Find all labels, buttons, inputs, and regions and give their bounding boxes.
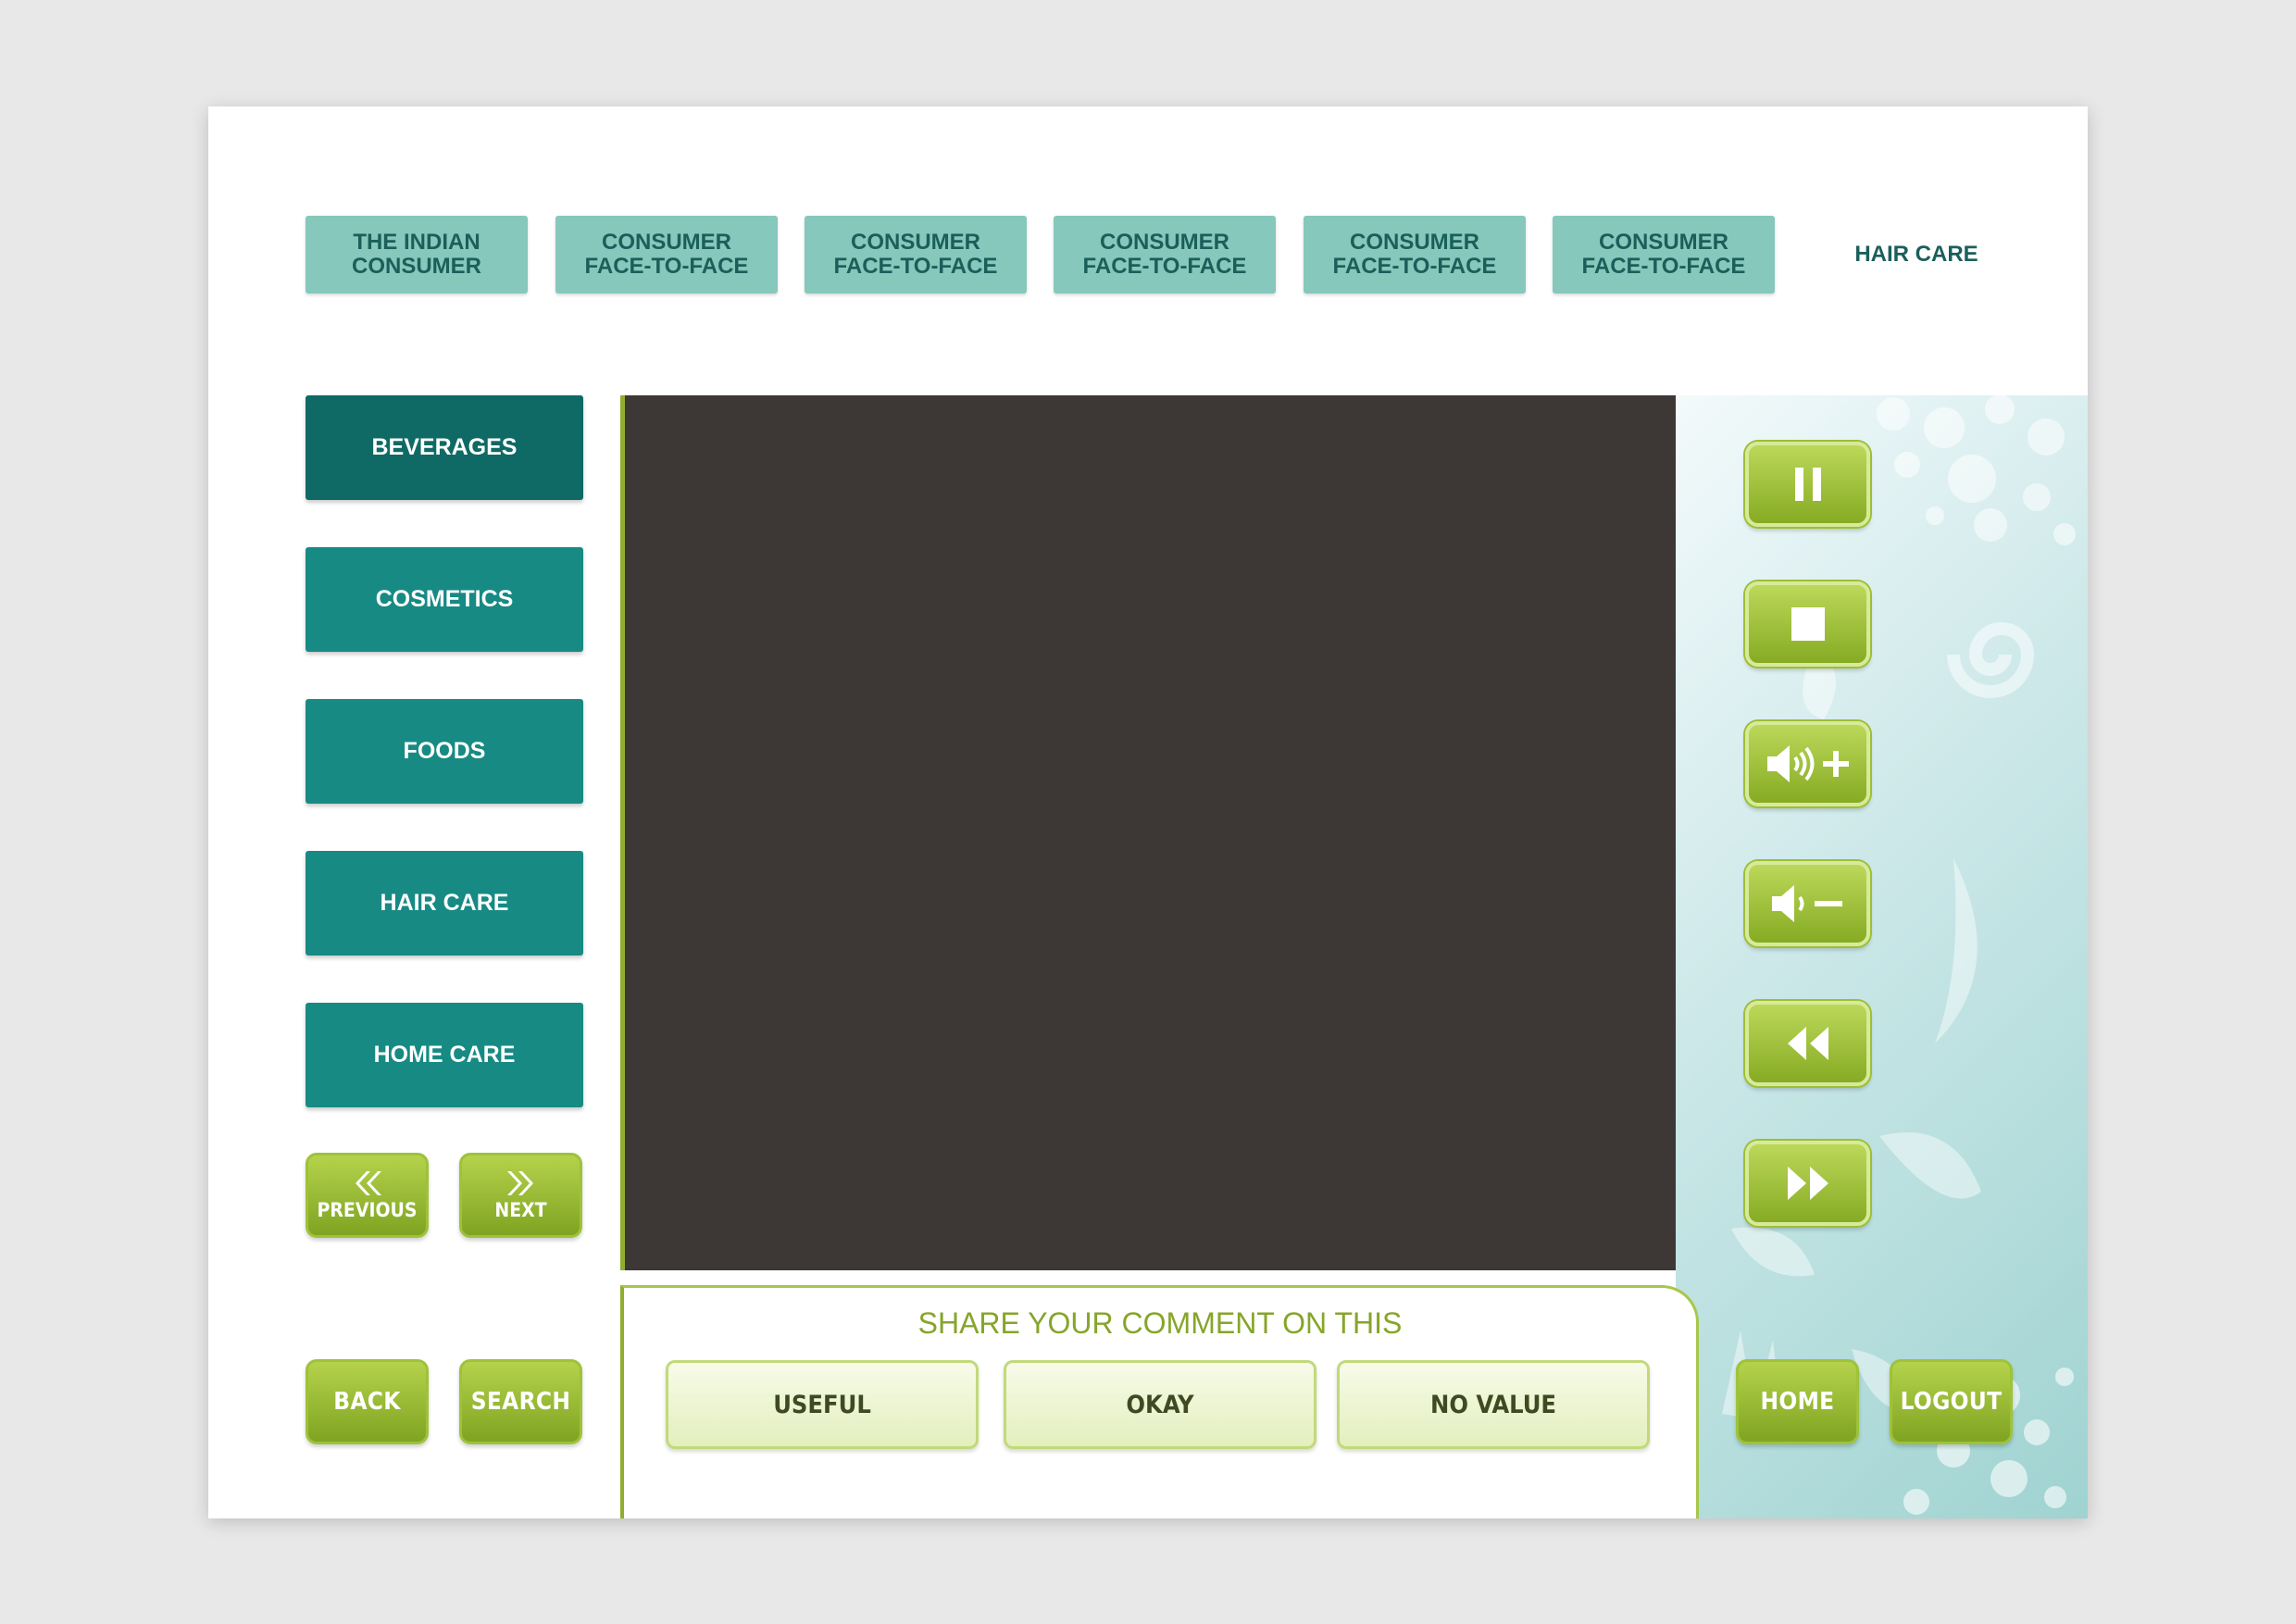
- logout-label: LOGOUT: [1900, 1388, 2003, 1416]
- decorative-pattern: [1676, 395, 2088, 1518]
- category-home-care-button[interactable]: HOME CARE: [306, 1003, 583, 1107]
- next-button[interactable]: NEXT: [459, 1153, 582, 1238]
- category-cosmetics-button[interactable]: COSMETICS: [306, 547, 583, 652]
- stop-button[interactable]: [1745, 581, 1870, 667]
- comment-title: SHARE YOUR COMMENT ON THIS: [917, 1306, 1403, 1340]
- pause-button[interactable]: [1745, 442, 1870, 527]
- rewind-button[interactable]: [1745, 1001, 1870, 1086]
- double-chevron-left-icon: [355, 1171, 381, 1195]
- breadcrumb-item-face-to-face-2[interactable]: CONSUMER FACE-TO-FACE: [805, 216, 1027, 294]
- previous-label: PREVIOUS: [317, 1199, 418, 1221]
- home-label: HOME: [1760, 1388, 1835, 1416]
- comment-panel: SHARE YOUR COMMENT ON THIS USEFUL OKAY N…: [620, 1285, 1699, 1518]
- stop-icon: [1791, 607, 1825, 641]
- back-label: BACK: [333, 1388, 401, 1416]
- previous-button[interactable]: PREVIOUS: [306, 1153, 429, 1238]
- breadcrumb-item-face-to-face-5[interactable]: CONSUMER FACE-TO-FACE: [1553, 216, 1775, 294]
- breadcrumb-item-face-to-face-1[interactable]: CONSUMER FACE-TO-FACE: [555, 216, 778, 294]
- volume-down-button[interactable]: [1745, 861, 1870, 946]
- breadcrumb-item-indian-consumer[interactable]: THE INDIAN CONSUMER: [306, 216, 528, 294]
- pause-icon: [1794, 468, 1821, 501]
- category-beverages-button[interactable]: BEVERAGES: [306, 395, 583, 500]
- useful-button[interactable]: USEFUL: [666, 1360, 979, 1449]
- double-chevron-right-icon: [506, 1171, 533, 1195]
- category-hair-care-button[interactable]: HAIR CARE: [306, 851, 583, 956]
- video-player[interactable]: [620, 395, 1676, 1270]
- breadcrumb-item-face-to-face-3[interactable]: CONSUMER FACE-TO-FACE: [1054, 216, 1276, 294]
- next-label: NEXT: [494, 1199, 547, 1221]
- search-button[interactable]: SEARCH: [459, 1359, 582, 1444]
- logout-button[interactable]: LOGOUT: [1890, 1359, 2013, 1444]
- fast-forward-icon: [1787, 1167, 1828, 1200]
- decorative-swirl-pattern: [1722, 395, 2076, 1515]
- no-value-button[interactable]: NO VALUE: [1337, 1360, 1650, 1449]
- volume-up-icon: [1766, 745, 1849, 782]
- home-button[interactable]: HOME: [1736, 1359, 1859, 1444]
- app-window: THE INDIAN CONSUMER CONSUMER FACE-TO-FAC…: [208, 106, 2088, 1518]
- breadcrumb-current: HAIR CARE: [1854, 242, 1978, 267]
- fast-forward-button[interactable]: [1745, 1141, 1870, 1226]
- volume-up-button[interactable]: [1745, 721, 1870, 806]
- category-foods-button[interactable]: FOODS: [306, 699, 583, 804]
- okay-button[interactable]: OKAY: [1004, 1360, 1316, 1449]
- volume-down-icon: [1771, 885, 1842, 922]
- search-label: SEARCH: [470, 1388, 571, 1416]
- breadcrumb-item-face-to-face-4[interactable]: CONSUMER FACE-TO-FACE: [1304, 216, 1526, 294]
- rewind-icon: [1787, 1027, 1828, 1060]
- back-button[interactable]: BACK: [306, 1359, 429, 1444]
